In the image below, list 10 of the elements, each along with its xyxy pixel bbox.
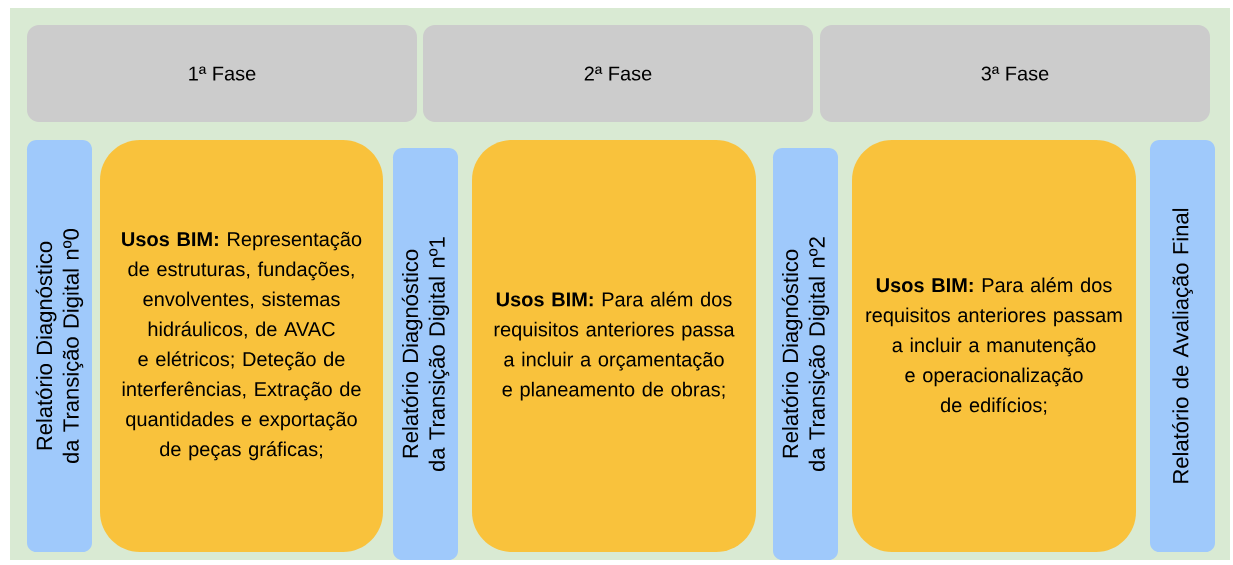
bim-uses-box: Usos BIM: Para além dos requisitos anteriores passa a incluir a orçamentação e planeamento de obras; (472, 140, 756, 552)
bim-uses-box: Usos BIM: Para além dos requisitos anteriores passam a incluir a manutenção e operacionalização de edifícios; (852, 140, 1136, 552)
phase-box: 3ª Fase (820, 25, 1210, 122)
phase-box: 2ª Fase (423, 25, 813, 122)
report-bar: Relatório Diagnóstico da Transição Digital nº1 (393, 148, 458, 560)
report-bar: Relatório de Avaliação Final (1150, 140, 1215, 552)
report-bar: Relatório Diagnóstico da Transição Digital nº0 (27, 140, 92, 552)
phase-box: 1ª Fase (27, 25, 417, 122)
report-bar: Relatório Diagnóstico da Transição Digital nº2 (773, 148, 838, 560)
bim-uses-box: Usos BIM: Representação de estruturas, fundações, envolventes, sistemas hidráulicos, de AVAC e elétricos; Deteção de interferências, Extração de quantidades e exportação de peças gráficas; (100, 140, 383, 552)
